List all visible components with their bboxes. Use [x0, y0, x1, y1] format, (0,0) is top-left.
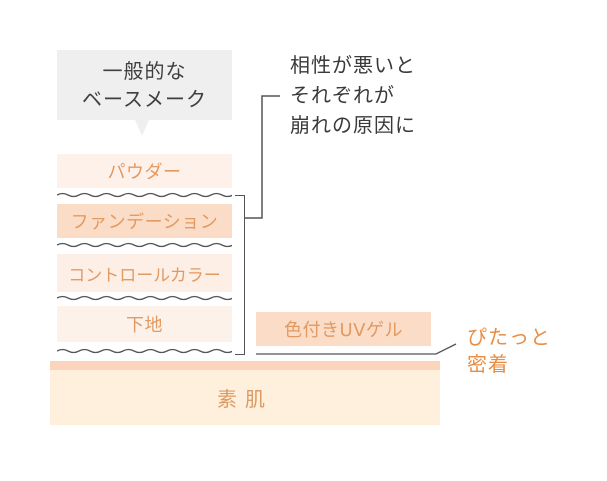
bare-skin-label: 素肌: [217, 387, 273, 411]
layer-powder: パウダー: [57, 154, 232, 188]
skin-surface-band: [50, 361, 440, 370]
layer-primer-label: 下地: [126, 315, 163, 336]
bubble-line-2: ベースメーク: [82, 87, 207, 111]
bubble-tail: [135, 120, 149, 136]
tinted-uv-gel-label: 色付きUVゲル: [284, 320, 403, 341]
layer-control-color-label: コントロールカラー: [68, 265, 221, 286]
layer-foundation: ファンデーション: [57, 204, 232, 238]
bare-skin: 素肌: [50, 370, 440, 425]
layer-primer: 下地: [57, 306, 232, 342]
wave-divider-4: [57, 348, 232, 354]
layer-control-color: コントロールカラー: [57, 254, 232, 292]
tinted-uv-gel-layer: 色付きUVゲル: [256, 312, 431, 346]
standard-makeup-bubble: 一般的な ベースメーク: [57, 50, 232, 120]
callout-line-1: ぴたっと: [467, 325, 551, 349]
incompatibility-note: 相性が悪いと それぞれが 崩れの原因に: [290, 50, 416, 140]
note-line-1: 相性が悪いと: [290, 53, 416, 77]
wave-divider-3: [57, 295, 232, 301]
note-connector: [245, 95, 280, 219]
callout-line-2: 密着: [467, 352, 509, 376]
wave-divider-1: [57, 192, 232, 198]
layers-bracket: [235, 195, 245, 355]
note-line-2: それぞれが: [290, 83, 395, 107]
note-line-3: 崩れの原因に: [290, 113, 416, 137]
wave-divider-2: [57, 242, 232, 248]
layer-powder-label: パウダー: [107, 162, 182, 183]
bubble-line-1: 一般的な: [102, 59, 187, 83]
layer-foundation-label: ファンデーション: [70, 212, 219, 233]
adhesion-callout: ぴたっと 密着: [467, 324, 551, 378]
